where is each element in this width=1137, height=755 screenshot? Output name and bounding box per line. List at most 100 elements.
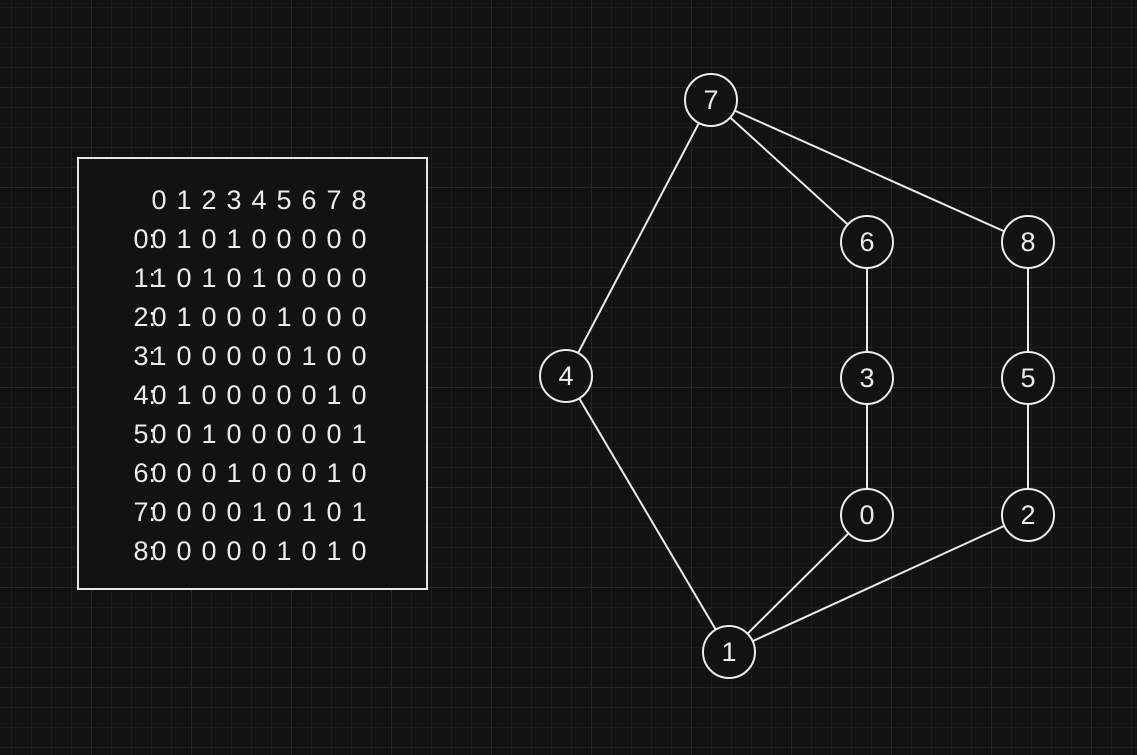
- node-circle: [1001, 351, 1055, 405]
- matrix-cell: 0: [301, 380, 317, 410]
- matrix-header-cell: 7: [326, 185, 342, 215]
- edge-4-1: [565, 375, 730, 653]
- node-0: 0: [840, 488, 894, 542]
- node-label: 6: [859, 227, 874, 257]
- matrix-cell: 1: [176, 302, 192, 332]
- node-7: 7: [684, 73, 738, 127]
- matrix-cell: 0: [151, 458, 167, 488]
- matrix-cell: 1: [326, 380, 342, 410]
- matrix-cell: 0: [326, 224, 342, 254]
- matrix-cell: 0: [226, 302, 242, 332]
- matrix-cell: 0: [176, 497, 192, 527]
- matrix-cell: 0: [201, 380, 217, 410]
- matrix-cell: 0: [301, 263, 317, 293]
- node-1: 1: [702, 625, 756, 679]
- node-8: 8: [1001, 215, 1055, 269]
- matrix-header-cell: 3: [226, 185, 242, 215]
- node-label: 0: [859, 500, 874, 530]
- graph-edges: [565, 99, 1029, 653]
- matrix-cell: 0: [276, 224, 292, 254]
- edge-7-8: [710, 99, 1029, 243]
- matrix-cell: 1: [326, 458, 342, 488]
- matrix-cell: 0: [351, 380, 367, 410]
- matrix-cell: 0: [151, 302, 167, 332]
- matrix-cell: 0: [176, 341, 192, 371]
- matrix-cell: 1: [201, 263, 217, 293]
- matrix-cell: 0: [351, 458, 367, 488]
- node-5: 5: [1001, 351, 1055, 405]
- matrix-cell: 0: [326, 497, 342, 527]
- edge-0-1: [728, 514, 868, 653]
- matrix-cell: 1: [351, 497, 367, 527]
- matrix-cell: 0: [201, 341, 217, 371]
- matrix-cell: 0: [276, 341, 292, 371]
- edge-7-6: [710, 99, 868, 243]
- node-circle: [684, 73, 738, 127]
- matrix-cell: 0: [151, 380, 167, 410]
- node-circle: [840, 488, 894, 542]
- matrix-cell: 1: [226, 458, 242, 488]
- matrix-cell: 0: [351, 536, 367, 566]
- matrix-row-label: 3:: [133, 341, 156, 371]
- node-circle: [539, 349, 593, 403]
- matrix-cell: 0: [201, 536, 217, 566]
- matrix-cell: 0: [251, 341, 267, 371]
- matrix-cell: 0: [251, 224, 267, 254]
- graph-nodes: 0 1 2 3 4 5 6 7 8: [539, 73, 1055, 679]
- matrix-cell: 0: [176, 458, 192, 488]
- matrix-cell: 0: [176, 263, 192, 293]
- matrix-header-cell: 4: [251, 185, 267, 215]
- matrix-cell: 0: [301, 302, 317, 332]
- matrix-cell: 0: [301, 458, 317, 488]
- matrix-cell: 0: [226, 263, 242, 293]
- matrix-cell: 0: [151, 419, 167, 449]
- matrix-header-cell: 8: [351, 185, 367, 215]
- matrix-cell: 0: [201, 224, 217, 254]
- node-label: 4: [558, 361, 573, 391]
- matrix-cell: 0: [326, 263, 342, 293]
- matrix-cell: 0: [276, 497, 292, 527]
- matrix-cell: 0: [351, 224, 367, 254]
- matrix-header-cell: 0: [151, 185, 167, 215]
- node-circle: [1001, 488, 1055, 542]
- matrix-cell: 0: [326, 302, 342, 332]
- node-6: 6: [840, 215, 894, 269]
- matrix-cell: 1: [151, 341, 167, 371]
- matrix-cell: 0: [301, 224, 317, 254]
- node-label: 3: [859, 363, 874, 393]
- edge-2-1: [728, 514, 1029, 653]
- matrix-cell: 1: [176, 224, 192, 254]
- matrix-cell: 0: [251, 458, 267, 488]
- matrix-cell: 0: [326, 341, 342, 371]
- matrix-cell: 1: [276, 302, 292, 332]
- matrix-cell: 1: [226, 224, 242, 254]
- matrix-row-label: 6:: [133, 458, 156, 488]
- matrix-cell: 1: [301, 497, 317, 527]
- matrix-header-cell: 2: [201, 185, 217, 215]
- matrix-cell: 0: [151, 536, 167, 566]
- matrix-cell: 0: [176, 536, 192, 566]
- matrix-header-cell: 1: [176, 185, 192, 215]
- matrix-header-cell: 5: [276, 185, 292, 215]
- node-label: 2: [1020, 500, 1035, 530]
- matrix-cell: 0: [201, 497, 217, 527]
- node-label: 1: [721, 637, 736, 667]
- matrix-cell: 0: [251, 302, 267, 332]
- matrix-cell: 1: [326, 536, 342, 566]
- matrix-cell: 0: [251, 536, 267, 566]
- matrix-cell: 0: [151, 497, 167, 527]
- matrix-cell: 0: [351, 302, 367, 332]
- matrix-cell: 1: [301, 341, 317, 371]
- node-label: 5: [1020, 363, 1035, 393]
- matrix-cell: 0: [201, 458, 217, 488]
- matrix-cell: 1: [251, 263, 267, 293]
- node-circle: [702, 625, 756, 679]
- matrix-cell: 0: [301, 536, 317, 566]
- matrix-header-cell: 6: [301, 185, 317, 215]
- matrix-cell: 0: [251, 419, 267, 449]
